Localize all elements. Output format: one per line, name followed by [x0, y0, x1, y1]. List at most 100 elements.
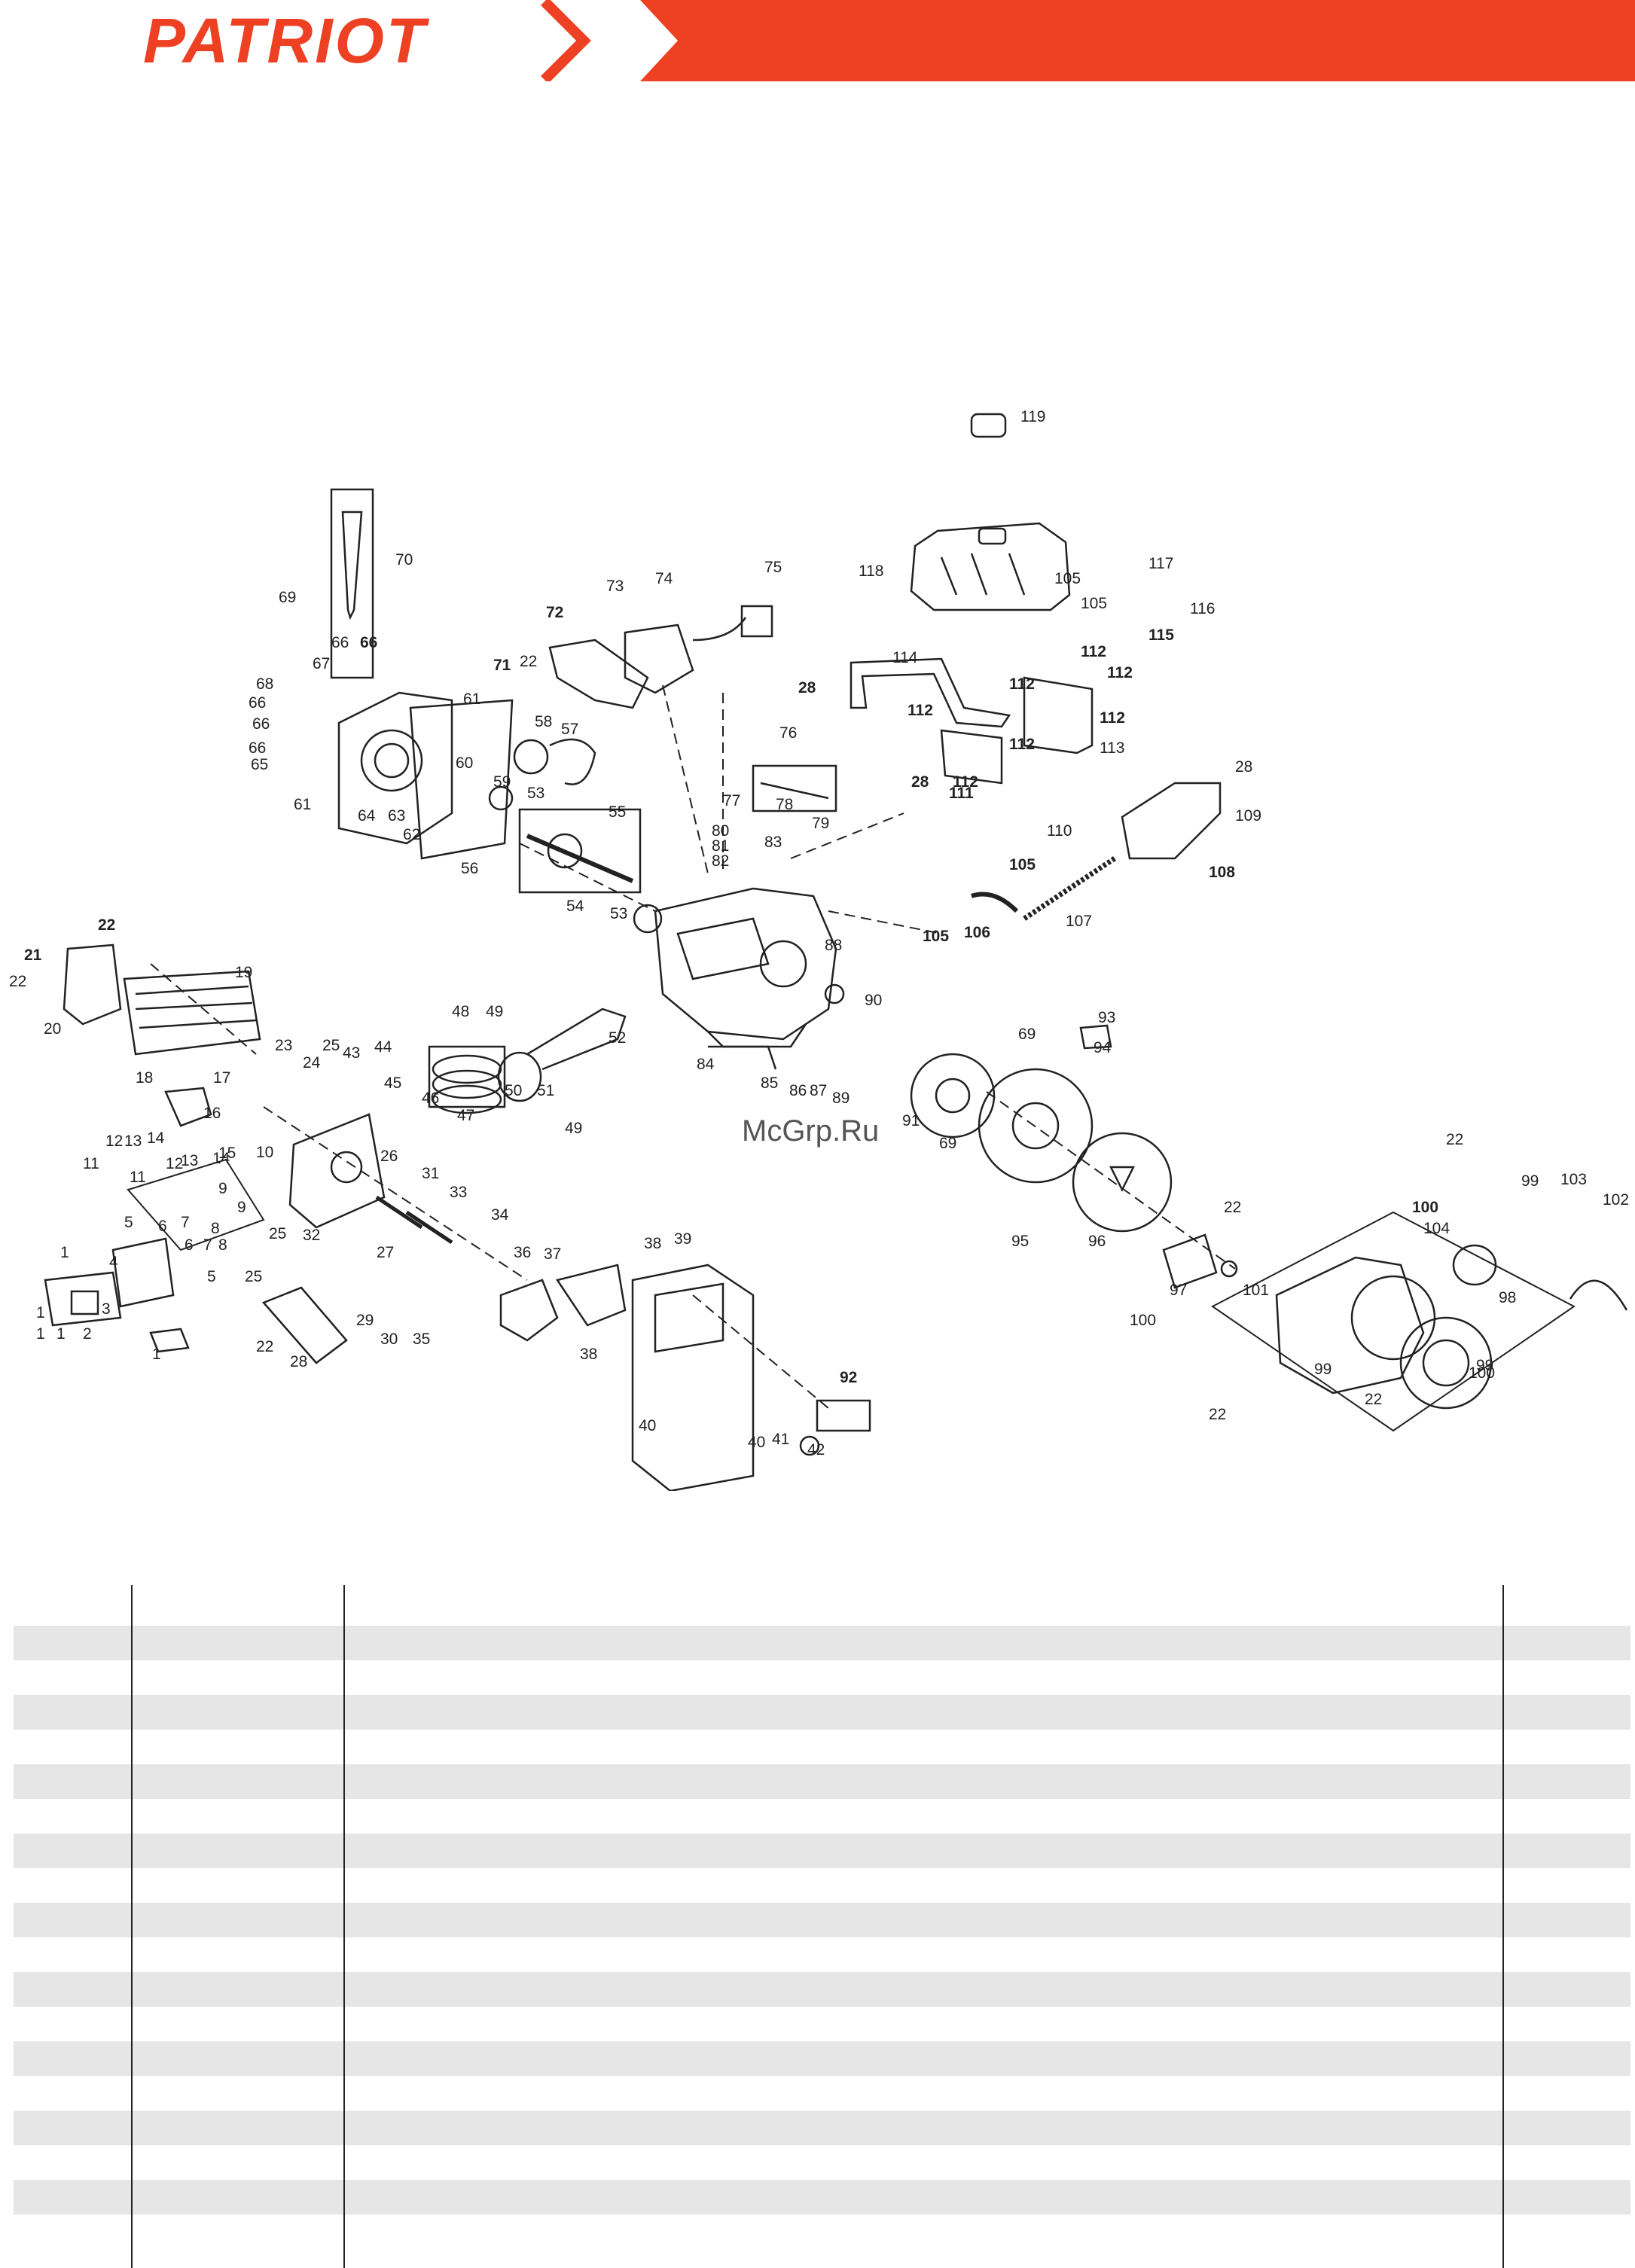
part-number-label: 98	[1499, 1289, 1516, 1306]
part-number-label: 99	[1476, 1357, 1493, 1374]
part-number-label: 62	[403, 826, 420, 843]
part-number-label: 13	[124, 1132, 142, 1150]
table-row	[14, 1834, 1630, 1868]
part-number-label: 1	[152, 1346, 161, 1363]
part-number-label: 34	[491, 1206, 509, 1224]
part-number-label: 9	[237, 1199, 246, 1216]
part-number-label: 45	[384, 1075, 401, 1092]
part-number-label: 66	[252, 715, 270, 733]
part-number-label: 54	[566, 898, 584, 915]
part-number-label: 1	[56, 1325, 66, 1343]
part-number-label: 63	[388, 807, 405, 825]
part-number-label: 6	[158, 1218, 167, 1235]
part-number-label: 10	[256, 1144, 273, 1161]
part-number-label: 109	[1235, 807, 1261, 825]
part-number-label: 87	[810, 1082, 827, 1099]
part-number-label: 117	[1148, 555, 1173, 572]
part-number-label: 116	[1190, 600, 1215, 617]
fuel-tank-shape	[910, 522, 1071, 611]
engine-block-shape	[654, 887, 837, 1041]
part-number-label: 1	[60, 1244, 69, 1261]
part-number-label: 43	[343, 1044, 360, 1062]
part-number-label: 88	[825, 937, 842, 954]
part-number-label: 28	[911, 773, 929, 791]
part-number-label: 77	[723, 792, 740, 809]
part-number-label: 92	[840, 1369, 857, 1386]
part-number-label: 72	[546, 604, 563, 621]
part-number-label: 35	[413, 1331, 430, 1348]
table-divider	[1502, 1585, 1504, 2268]
table-row	[14, 1903, 1630, 1937]
table-row	[14, 2180, 1630, 2215]
part-number-label: 28	[290, 1353, 307, 1370]
part-number-label: 44	[374, 1038, 392, 1056]
part-number-label: 24	[303, 1054, 321, 1072]
part-number-label: 76	[779, 724, 797, 742]
table-divider	[131, 1585, 133, 2268]
part-number-label: 47	[457, 1107, 474, 1124]
part-number-label: 57	[561, 721, 578, 738]
part-number-label: 18	[136, 1069, 153, 1087]
part-number-label: 69	[1018, 1026, 1036, 1043]
part-number-label: 28	[1235, 758, 1252, 776]
part-number-label: 40	[639, 1417, 656, 1434]
part-number-label: 8	[211, 1220, 220, 1237]
part-number-label: 14	[212, 1150, 230, 1167]
part-number-label: 19	[235, 964, 252, 981]
table-divider	[343, 1585, 345, 2268]
part-number-label: 100	[1469, 1364, 1495, 1382]
table-row	[14, 1695, 1630, 1730]
part-number-label: 105	[1009, 856, 1036, 873]
chevron-icon	[541, 0, 591, 81]
part-number-label: 49	[486, 1003, 503, 1020]
part-number-label: 67	[313, 655, 330, 672]
part-number-label: 112	[1107, 664, 1133, 681]
part-number-label: 31	[422, 1165, 439, 1182]
part-number-label: 90	[865, 992, 882, 1009]
part-number-label: 40	[748, 1434, 765, 1451]
part-number-label: 12	[166, 1155, 183, 1172]
part-number-label: 112	[1100, 709, 1125, 727]
part-number-label: 30	[380, 1331, 398, 1348]
part-number-label: 105	[1054, 570, 1081, 587]
part-number-label: 22	[9, 973, 26, 990]
part-number-label: 110	[1047, 822, 1072, 840]
part-number-label: 66	[331, 634, 349, 651]
table-row	[14, 1626, 1630, 1660]
part-number-label: 60	[456, 754, 473, 772]
part-number-label: 85	[761, 1075, 778, 1092]
part-number-label: 69	[279, 589, 296, 606]
table-row	[14, 1660, 1630, 1695]
part-number-label: 83	[764, 834, 782, 851]
part-number-label: 105	[1081, 595, 1107, 612]
part-number-label: 118	[859, 562, 883, 580]
part-number-label: 11	[83, 1155, 99, 1172]
part-number-label: 64	[358, 807, 376, 825]
part-number-label: 61	[463, 690, 480, 708]
part-number-label: 106	[964, 924, 990, 941]
fuel-cap-shape	[970, 413, 1007, 438]
header-banner	[640, 0, 1635, 81]
part-number-label: 7	[181, 1214, 190, 1231]
table-row	[14, 2007, 1630, 2041]
part-number-label: 56	[461, 860, 478, 877]
part-number-label: 38	[580, 1346, 597, 1363]
table-row	[14, 1799, 1630, 1834]
part-number-label: 28	[798, 679, 816, 697]
table-row	[14, 1868, 1630, 1903]
part-number-label: 26	[380, 1148, 398, 1165]
part-number-label: 66	[360, 634, 377, 651]
part-number-label: 22	[256, 1338, 273, 1355]
part-number-label: 25	[245, 1268, 262, 1285]
part-number-label: 5	[124, 1214, 133, 1231]
part-number-label: 22	[1365, 1391, 1382, 1408]
part-number-label: 27	[377, 1244, 394, 1261]
part-number-label: 22	[1209, 1406, 1226, 1423]
part-number-label: 52	[609, 1029, 626, 1047]
part-number-label: 23	[275, 1037, 292, 1054]
part-number-label: 105	[923, 928, 949, 945]
part-number-label: 82	[712, 852, 729, 870]
part-number-label: 3	[102, 1300, 111, 1318]
part-number-label: 38	[644, 1235, 661, 1252]
